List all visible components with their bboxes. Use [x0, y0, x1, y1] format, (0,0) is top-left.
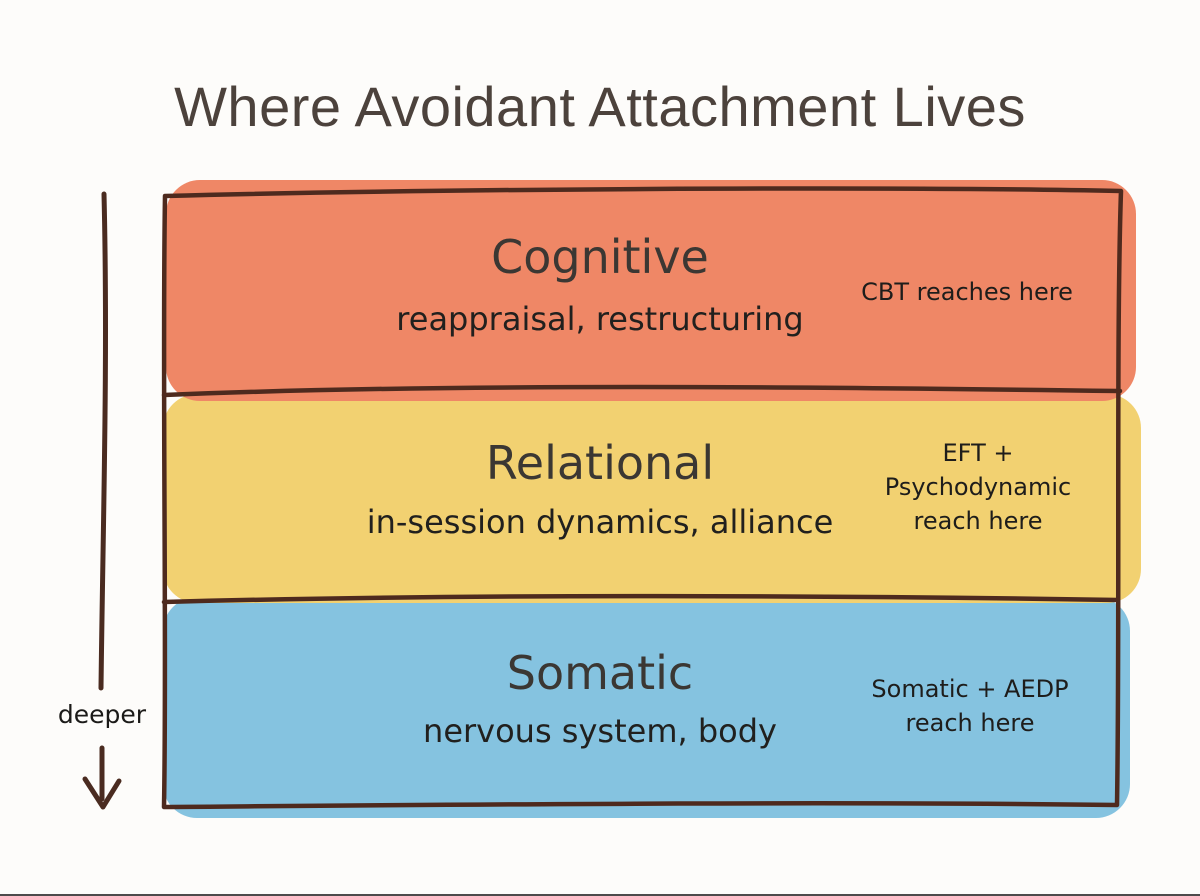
- band-label-cognitive: Cognitive: [491, 230, 709, 284]
- band-divider-top: [161, 384, 1123, 398]
- page-title: Where Avoidant Attachment Lives: [174, 75, 1026, 138]
- band-fill-somatic: [163, 597, 1130, 818]
- band-description-somatic: nervous system, body: [423, 712, 777, 750]
- deeper-arrow-icon: [82, 191, 122, 810]
- band-description-cognitive: reappraisal, restructuring: [396, 300, 804, 338]
- band-fill-cognitive: [166, 180, 1136, 401]
- band-description-relational: in-session dynamics, alliance: [366, 503, 834, 541]
- band-label-somatic: Somatic: [506, 646, 694, 700]
- band-annotation-relational: EFT + Psychodynamic reach here: [884, 439, 1072, 535]
- band-label-relational: Relational: [485, 436, 715, 490]
- depth-line: [98, 191, 109, 691]
- band-fill-relational: [163, 394, 1141, 603]
- deeper-label: deeper: [57, 700, 147, 729]
- diagram-outline: [161, 186, 1124, 810]
- band-divider-bottom: [161, 593, 1121, 605]
- band-annotation-cognitive: CBT reaches here: [861, 278, 1073, 306]
- band-annotation-somatic: Somatic + AEDP reach here: [871, 675, 1069, 737]
- bottom-edge-line: [0, 894, 1200, 896]
- depth-arrow-head: [82, 776, 122, 810]
